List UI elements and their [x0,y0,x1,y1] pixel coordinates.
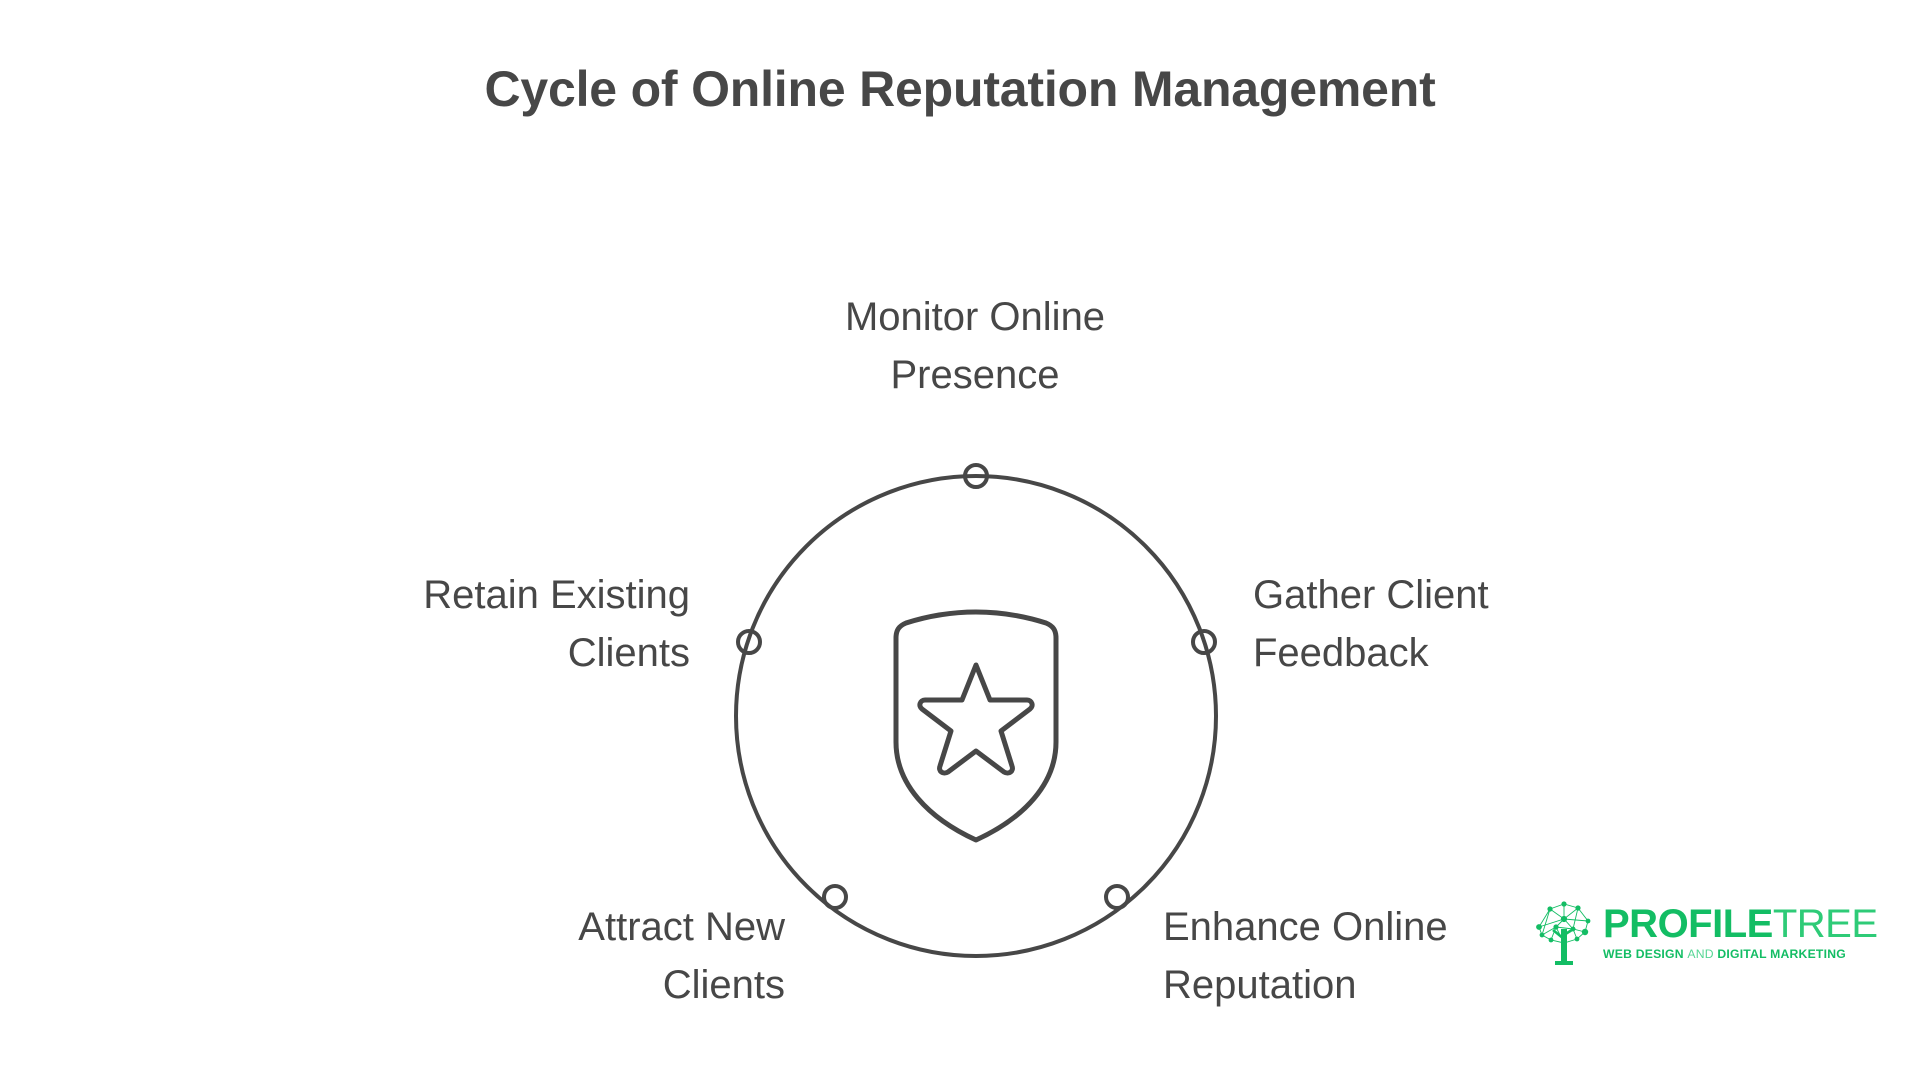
logo-tagline-and: AND [1687,947,1714,961]
node-label-gather-client-feedback: Gather Client Feedback [1253,573,1489,675]
cycle-ring [734,474,1218,958]
node-label-enhance-online-reputation: Enhance Online Reputation [1163,905,1448,1007]
node-marker-gather-client-feedback[interactable] [1191,629,1217,655]
node-marker-attract-new-clients[interactable] [822,884,848,910]
logo-wordmark: PROFILETREE [1603,904,1878,944]
shield-star-icon [893,609,1059,843]
logo-tagline-part2: DIGITAL MARKETING [1713,947,1846,961]
node-label-retain-existing-clients: Retain Existing Clients [423,573,690,675]
logo-tagline: WEB DESIGN AND DIGITAL MARKETING [1603,946,1878,962]
logo-word-profile: PROFILE [1603,902,1773,946]
node-marker-retain-existing-clients[interactable] [736,629,762,655]
profiletree-logo[interactable]: PROFILETREE WEB DESIGN AND DIGITAL MARKE… [1533,893,1878,971]
logo-wordmark-block: PROFILETREE WEB DESIGN AND DIGITAL MARKE… [1603,902,1878,962]
node-label-attract-new-clients: Attract New Clients [578,905,785,1007]
logo-word-tree: TREE [1772,902,1878,946]
logo-tagline-part1: WEB DESIGN [1603,947,1688,961]
page-title: Cycle of Online Reputation Management [484,61,1436,117]
node-label-monitor-online-presence: Monitor Online Presence [844,295,1106,397]
node-marker-monitor-online-presence[interactable] [963,463,989,489]
network-tree-icon [1536,901,1591,965]
node-marker-enhance-online-reputation[interactable] [1104,884,1130,910]
